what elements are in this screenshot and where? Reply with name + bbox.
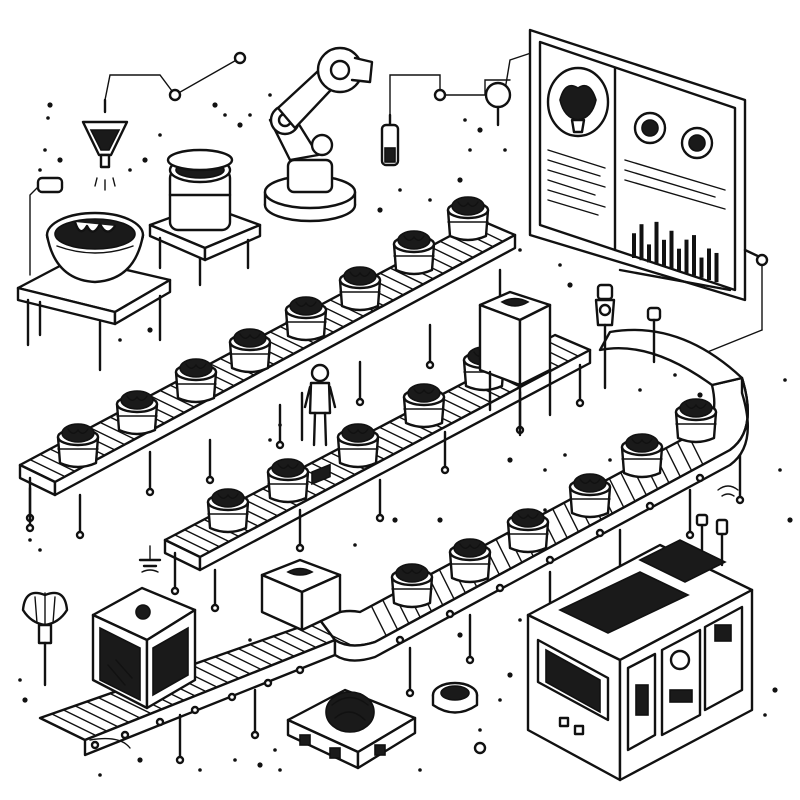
text-lines — [547, 149, 726, 216]
product-pot — [206, 488, 250, 534]
product-pot — [392, 230, 436, 276]
processing-box — [91, 586, 197, 710]
dashboard-bar — [692, 235, 696, 276]
bowl-icon — [45, 211, 145, 284]
funnel-icon — [81, 98, 129, 191]
dashboard-bar — [684, 239, 689, 274]
product-pot — [174, 358, 218, 404]
box-sealer — [260, 463, 342, 632]
product-pot — [402, 383, 446, 429]
leaf-sprout-icon — [21, 591, 69, 687]
product-pot — [620, 433, 664, 479]
cabbage-package-icon — [286, 688, 417, 770]
prep-table — [16, 176, 172, 372]
bar-graph — [632, 221, 719, 283]
product-pot — [284, 296, 328, 342]
dashboard-bar — [654, 221, 659, 265]
dashboard-bar — [714, 252, 719, 283]
person-icon — [300, 363, 337, 447]
dashboard-bar — [699, 257, 704, 278]
product-pot — [336, 423, 380, 469]
signal-icon — [138, 545, 162, 573]
product-pot — [228, 328, 272, 374]
product-pot — [674, 398, 718, 444]
product-pot — [506, 508, 550, 554]
robot-arm-icon — [263, 46, 374, 223]
sensor-tube — [380, 81, 512, 167]
product-pot — [568, 473, 612, 519]
wire-icon — [89, 485, 739, 755]
dish-icon — [431, 681, 479, 714]
dashboard-bar — [632, 233, 636, 258]
inspection-station — [478, 290, 552, 437]
product-pot — [446, 196, 490, 242]
product-pot — [390, 563, 434, 609]
dashboard-bar — [647, 244, 651, 263]
product-pot — [115, 390, 159, 436]
dashboard-bar — [639, 224, 644, 261]
dashboard-bar — [677, 248, 681, 272]
product-pot — [338, 266, 382, 312]
product-pots — [56, 196, 718, 609]
product-pot — [448, 538, 492, 584]
jar-icon — [148, 148, 262, 287]
dashboard-bar — [662, 239, 666, 267]
dashboard-bar — [707, 248, 711, 280]
control-posts — [594, 283, 662, 390]
dashboard-bar — [669, 230, 674, 269]
product-pot — [266, 458, 310, 504]
product-pot — [56, 423, 100, 469]
packaging-machine-icon — [526, 513, 754, 782]
dashboard-monitor-icon — [528, 28, 769, 356]
